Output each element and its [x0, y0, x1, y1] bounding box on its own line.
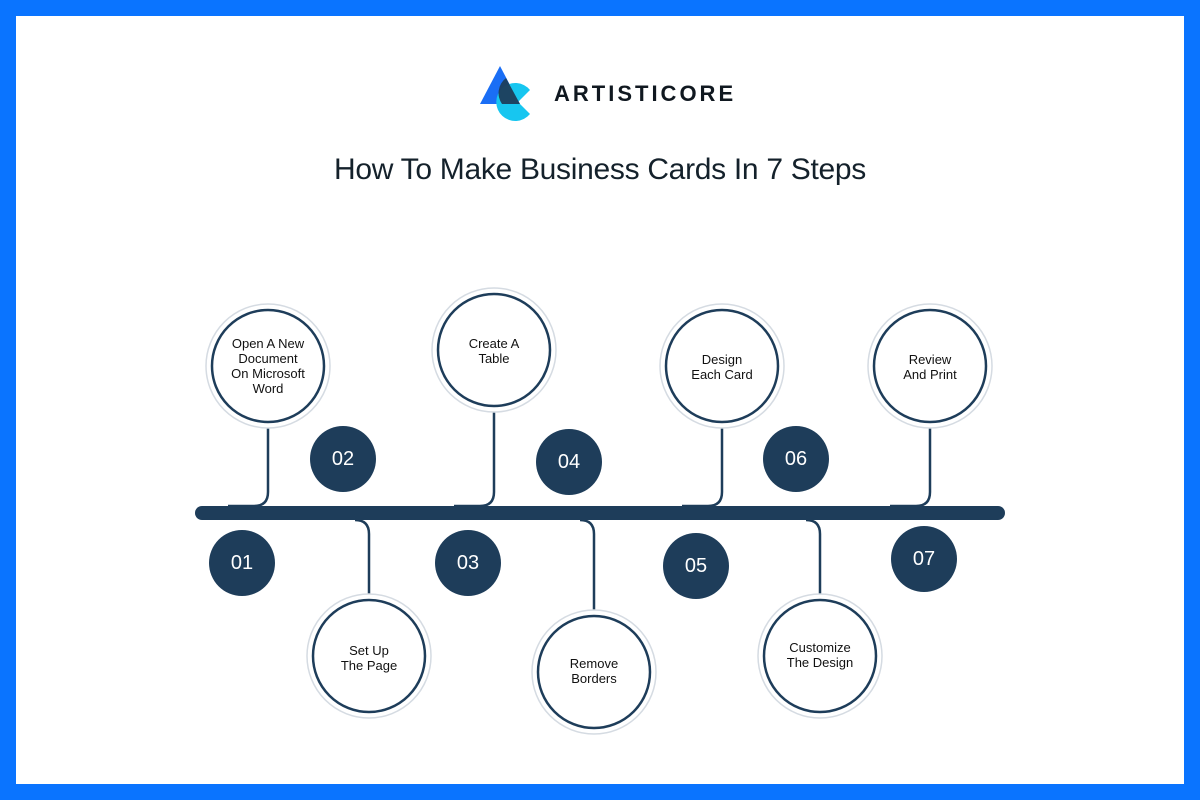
step-number-badge-05: 05 — [663, 533, 729, 599]
step-number-badge-01: 01 — [209, 530, 275, 596]
connector-step-02 — [354, 518, 371, 600]
connector-step-06 — [805, 518, 822, 600]
step-circle-07 — [867, 303, 993, 429]
connector-step-01 — [228, 422, 270, 508]
page-title: How To Make Business Cards In 7 Steps — [334, 153, 866, 186]
step-circle-06 — [757, 593, 883, 719]
step-circle-05 — [659, 303, 785, 429]
step-circle-04 — [531, 609, 657, 735]
artisticore-logo-icon — [480, 66, 530, 121]
connector-step-03 — [454, 406, 496, 508]
step-circle-02 — [306, 593, 432, 719]
step-number-badge-06: 06 — [763, 426, 829, 492]
step-circle-03 — [431, 287, 557, 413]
step-circle-01 — [205, 303, 331, 429]
step-number-badge-07: 07 — [891, 526, 957, 592]
step-number-badge-03: 03 — [435, 530, 501, 596]
brand-logo: ARTISTICORE — [480, 66, 736, 122]
step-number-badge-02: 02 — [310, 426, 376, 492]
connector-step-04 — [579, 518, 596, 616]
brand-name: ARTISTICORE — [554, 81, 737, 106]
connector-step-07 — [890, 422, 932, 508]
connector-step-05 — [682, 422, 724, 508]
step-number-badge-04: 04 — [536, 429, 602, 495]
